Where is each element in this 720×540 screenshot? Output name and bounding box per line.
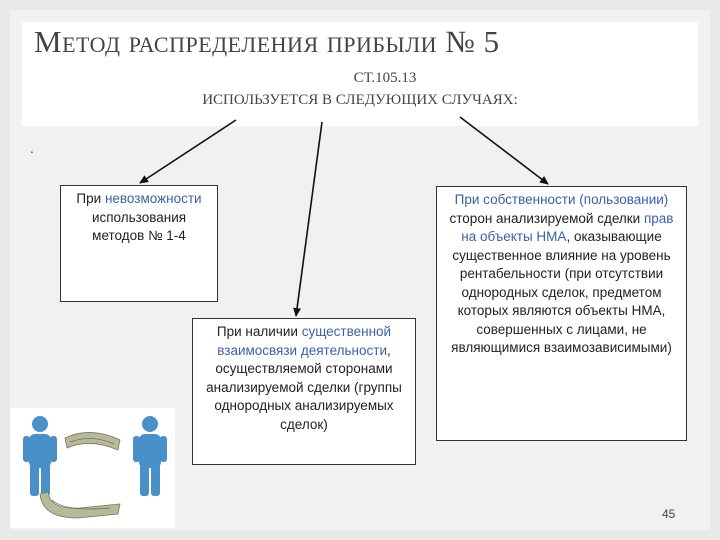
condition-box-interrelation: При наличии существенной взаимосвязи дея…	[192, 318, 416, 465]
condition-box-impossible-methods: При невозможности использования методов …	[60, 185, 218, 302]
slide-subtitle-article: СТ.105.13	[353, 70, 417, 86]
money-figure-top	[64, 432, 121, 451]
person-figure-left	[23, 416, 57, 496]
condition-text: , осуществляемой сторонами анализируемой…	[206, 342, 402, 432]
condition-text: При	[76, 191, 105, 206]
arrow-middle	[293, 121, 323, 317]
person-figure-right	[133, 416, 167, 496]
condition-highlight: существенной взаимосвязи деятельности	[217, 324, 392, 358]
condition-text: При наличии	[216, 324, 302, 339]
condition-box-intangible-assets: При собственности (пользовании) сторон а…	[436, 186, 687, 441]
condition-text: использования методов № 1-4	[91, 209, 187, 244]
people-money-illustration	[10, 408, 175, 528]
condition-highlight: прав на объекты НМА	[461, 210, 674, 245]
money-figure-bottom	[39, 491, 121, 519]
condition-highlight: невозможности	[104, 191, 202, 206]
arrow-left	[139, 119, 237, 184]
title-panel	[22, 22, 698, 126]
condition-text: , оказывающие существенное влияние на ур…	[451, 229, 672, 355]
bullet-dot: .	[30, 140, 34, 156]
slide-title: Метод распределения прибыли № 5	[34, 24, 500, 59]
slide-subtitle-usage: ИСПОЛЬЗУЕТСЯ В СЛЕДУЮЩИХ СЛУЧАЯХ:	[202, 92, 518, 108]
arrow-right	[459, 116, 549, 185]
condition-text: сторон анализируемой сделки	[449, 210, 644, 226]
page-number: 45	[662, 507, 676, 521]
condition-highlight: При собственности (пользовании)	[454, 192, 669, 207]
